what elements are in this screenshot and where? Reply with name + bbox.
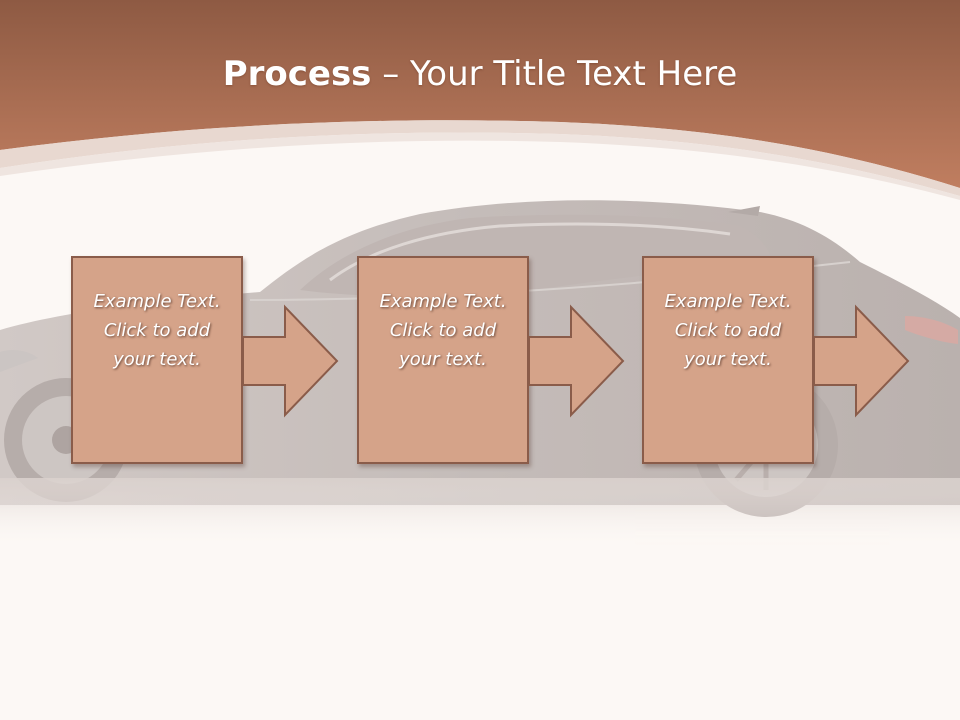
right-arrow-icon xyxy=(528,304,625,418)
title-rest: – Your Title Text Here xyxy=(371,54,738,94)
step-line: your text. xyxy=(113,348,201,370)
header-band xyxy=(0,0,960,188)
step-line: Click to add xyxy=(103,319,211,341)
slide-title[interactable]: Process – Your Title Text Here xyxy=(0,52,960,96)
step-line: your text. xyxy=(399,348,487,370)
right-arrow-icon xyxy=(242,304,339,418)
process-step-1-text: Example Text. Click to add your text. xyxy=(77,287,237,374)
right-arrow-icon xyxy=(813,304,910,418)
step-line: Click to add xyxy=(389,319,497,341)
step-line: your text. xyxy=(684,348,772,370)
process-step-1-box[interactable]: Example Text. Click to add your text. xyxy=(71,256,243,464)
process-step-3-text: Example Text. Click to add your text. xyxy=(648,287,808,374)
step-line: Example Text. xyxy=(664,290,792,312)
step-line: Click to add xyxy=(674,319,782,341)
header-swoosh xyxy=(0,120,960,196)
process-step-2-text: Example Text. Click to add your text. xyxy=(363,287,523,374)
title-bold: Process xyxy=(222,54,372,94)
step-line: Example Text. xyxy=(93,290,221,312)
process-step-3-box[interactable]: Example Text. Click to add your text. xyxy=(642,256,814,464)
step-line: Example Text. xyxy=(379,290,507,312)
process-step-2-box[interactable]: Example Text. Click to add your text. xyxy=(357,256,529,464)
